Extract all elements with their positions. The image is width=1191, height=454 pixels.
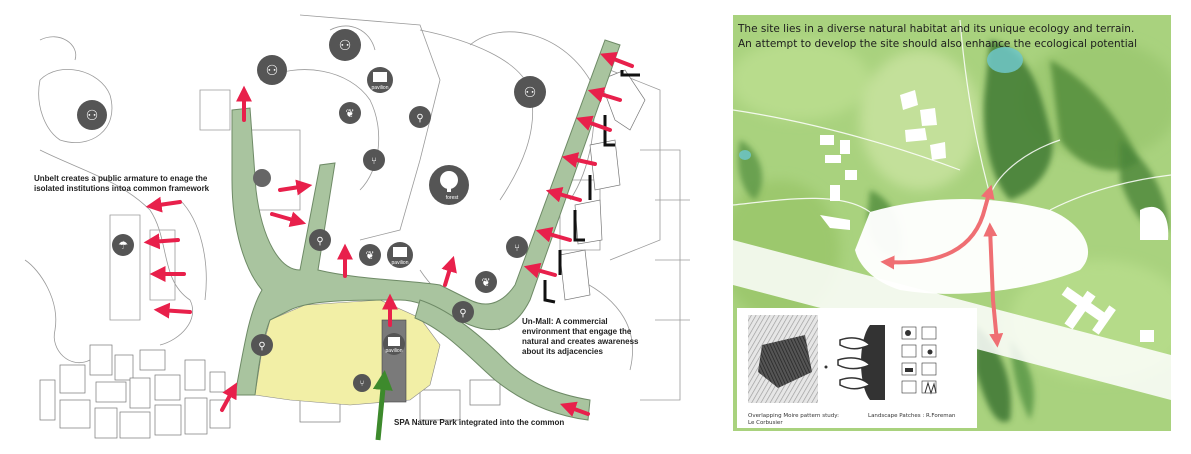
bicycle-icon: ⚲: [251, 334, 273, 356]
svg-text:pavilion: pavilion: [386, 348, 403, 354]
tulip-icon: ❦: [339, 102, 361, 124]
annotation-unbelt: Unbelt creates a public armature to enag…: [34, 174, 210, 193]
left-site-plan: ⚇ ⚇ ⚇ ⚇ pavilion pavilion pavilion ❦ ❦ ❦…: [24, 14, 690, 441]
landscape-patches-study: [824, 325, 937, 400]
svg-text:❦: ❦: [365, 249, 374, 262]
arrow-connect-curve: [880, 206, 987, 270]
umbrella-icon: ☂: [112, 234, 134, 256]
arrow-east-2: [270, 211, 307, 228]
tulip-icon: ❦: [475, 271, 497, 293]
green-entry-arrow: [372, 370, 393, 441]
food-icon: ⑂: [353, 374, 371, 392]
forest-patches: [738, 40, 1169, 422]
svg-text:⚇: ⚇: [86, 108, 99, 124]
svg-text:⚲: ⚲: [459, 308, 466, 319]
bicycle-icon: ⚲: [309, 229, 331, 251]
arrow-east-1: [278, 179, 313, 196]
urban-fabric: [39, 344, 501, 439]
svg-text:pavilion: pavilion: [392, 260, 409, 266]
arrow-belt-2: [587, 87, 622, 103]
tulip-icon: ❦: [359, 244, 381, 266]
intro-line-1: The site lies in a diverse natural habit…: [738, 23, 1135, 35]
water-small: [739, 150, 751, 160]
svg-text:❦: ❦: [481, 276, 490, 289]
annotation-unmall: Un-Mall: A commercial environment that e…: [522, 317, 639, 356]
annotation-spa: SPA Nature Park integrated into the comm…: [394, 418, 565, 427]
caption-moire: Overlapping Moire pattern study: Le Corb…: [748, 413, 858, 427]
icon-markers: ⚇ ⚇ ⚇ ⚇ pavilion pavilion pavilion ❦ ❦ ❦…: [77, 29, 546, 392]
right-building-chain: [559, 69, 646, 301]
ecology-arrows: [880, 184, 1004, 348]
pavilion-icon: pavilion: [367, 67, 393, 93]
arrow-belt-7: [523, 262, 557, 279]
signpost-icon: [253, 169, 271, 187]
arrow-corridor-down: [989, 298, 1004, 348]
hikers-icon: ⚇: [77, 100, 107, 130]
red-arrows: [143, 51, 634, 417]
svg-text:forest: forest: [446, 195, 459, 201]
arrow-bottom-1: [220, 382, 238, 412]
arrow-belt-3: [575, 115, 612, 132]
svg-text:⑂: ⑂: [514, 243, 520, 254]
development-zone: [855, 198, 1089, 294]
arrow-belt-1: [600, 51, 634, 68]
pavilion-icon: pavilion: [387, 242, 413, 268]
pavilion-icon: pavilion: [383, 333, 405, 355]
black-edges: [543, 70, 640, 304]
intro-text: The site lies in a diverse natural habit…: [738, 22, 1178, 52]
svg-text:❦: ❦: [345, 107, 354, 120]
arrow-west-2: [143, 233, 180, 250]
svg-text:⚇: ⚇: [266, 63, 279, 79]
caption-moire-line-2: Le Corbusier: [748, 420, 783, 426]
svg-text:⚲: ⚲: [316, 236, 323, 247]
intro-line-2: An attempt to develop the site should al…: [738, 38, 1137, 50]
arrow-bottom-2: [559, 401, 590, 417]
building-footprints: [820, 90, 1169, 342]
spa-park-area: [254, 299, 441, 406]
cutlery-icon: ⑂: [363, 149, 385, 171]
svg-text:☂: ☂: [118, 239, 128, 252]
arrow-west-1: [145, 196, 182, 213]
svg-text:⚲: ⚲: [416, 113, 423, 124]
svg-text:⚇: ⚇: [524, 85, 537, 101]
arrow-north-3: [441, 255, 457, 287]
caption-patches: Landscape Patches : R.Foreman: [868, 413, 956, 419]
moire-study: [748, 315, 818, 403]
arrow-connect-start: [981, 184, 995, 210]
arrow-belt-4: [561, 152, 597, 168]
caption-moire-line-1: Overlapping Moire pattern study:: [748, 413, 839, 419]
svg-text:pavilion: pavilion: [372, 85, 389, 91]
bicycle-icon: ⚲: [452, 301, 474, 323]
hikers-icon: ⚇: [257, 55, 287, 85]
svg-text:⑂: ⑂: [371, 156, 377, 167]
hikers-icon: ⚇: [329, 29, 361, 61]
forest-icon: forest: [429, 165, 469, 205]
pavilion-block: [381, 319, 407, 403]
svg-text:⚲: ⚲: [258, 341, 265, 352]
svg-text:⚇: ⚇: [339, 38, 352, 54]
water-pond: [987, 47, 1023, 73]
arrow-belt-5: [545, 186, 582, 203]
bicycle-icon: ⚲: [409, 106, 431, 128]
hikers-icon: ⚇: [514, 76, 546, 108]
arrow-belt-6: [535, 226, 572, 243]
unbelt-lower-branch: [414, 299, 591, 421]
arrow-corridor-up: [983, 222, 998, 302]
svg-text:⑂: ⑂: [360, 379, 365, 388]
cutlery-icon: ⑂: [506, 236, 528, 258]
arrow-west-4: [153, 302, 192, 319]
